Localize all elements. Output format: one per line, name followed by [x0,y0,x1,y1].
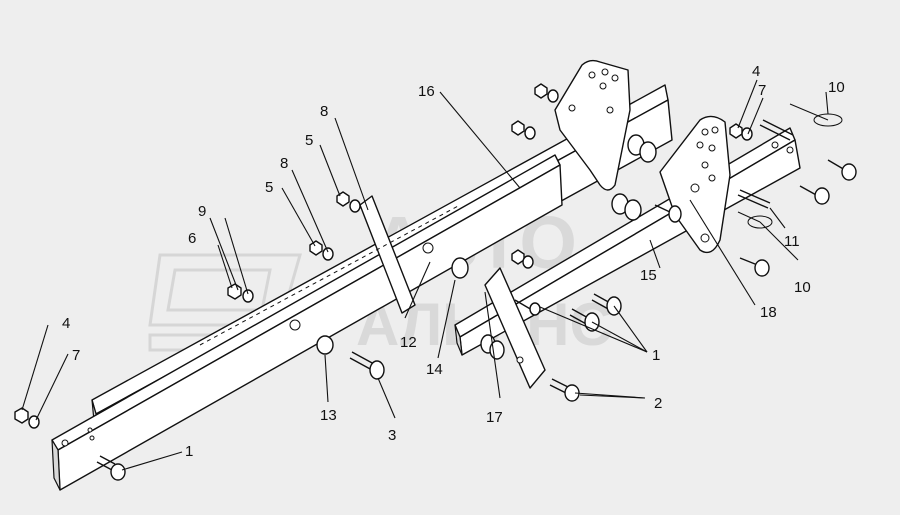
callout-10-top: 10 [828,79,845,96]
callout-8-b: 8 [280,155,288,172]
callout-9: 9 [198,203,206,220]
callout-16: 16 [418,83,435,100]
callout-13: 13 [320,407,337,424]
callout-8-a: 8 [320,103,328,120]
callout-4-left: 4 [62,315,70,332]
callout-4-top: 4 [752,63,760,80]
bracket-plate-17 [484,267,546,389]
center-line [199,204,461,346]
callout-2: 2 [654,395,662,412]
callout-7-left: 7 [72,347,80,364]
pins-and-clips [737,103,843,229]
callout-5-b: 5 [265,179,273,196]
callout-10-bottom: 10 [794,279,811,296]
callout-7-top: 7 [758,82,766,99]
callout-6: 6 [188,230,196,247]
callout-5-a: 5 [305,132,313,149]
callout-15: 15 [640,267,657,284]
callout-labels: 4 7 1 9 6 5 8 5 8 12 13 3 14 17 16 15 18… [62,63,845,460]
callout-17: 17 [486,409,503,426]
callout-18: 18 [760,304,777,321]
callout-11: 11 [784,233,800,250]
callout-14: 14 [426,361,443,378]
callout-1-right: 1 [652,347,660,364]
bracket-plate-12 [359,195,416,314]
callout-3: 3 [388,427,396,444]
callout-1-left: 1 [185,443,193,460]
leader-lines [21,79,829,471]
bracket-plate-top [554,59,631,191]
callout-12: 12 [400,334,417,351]
